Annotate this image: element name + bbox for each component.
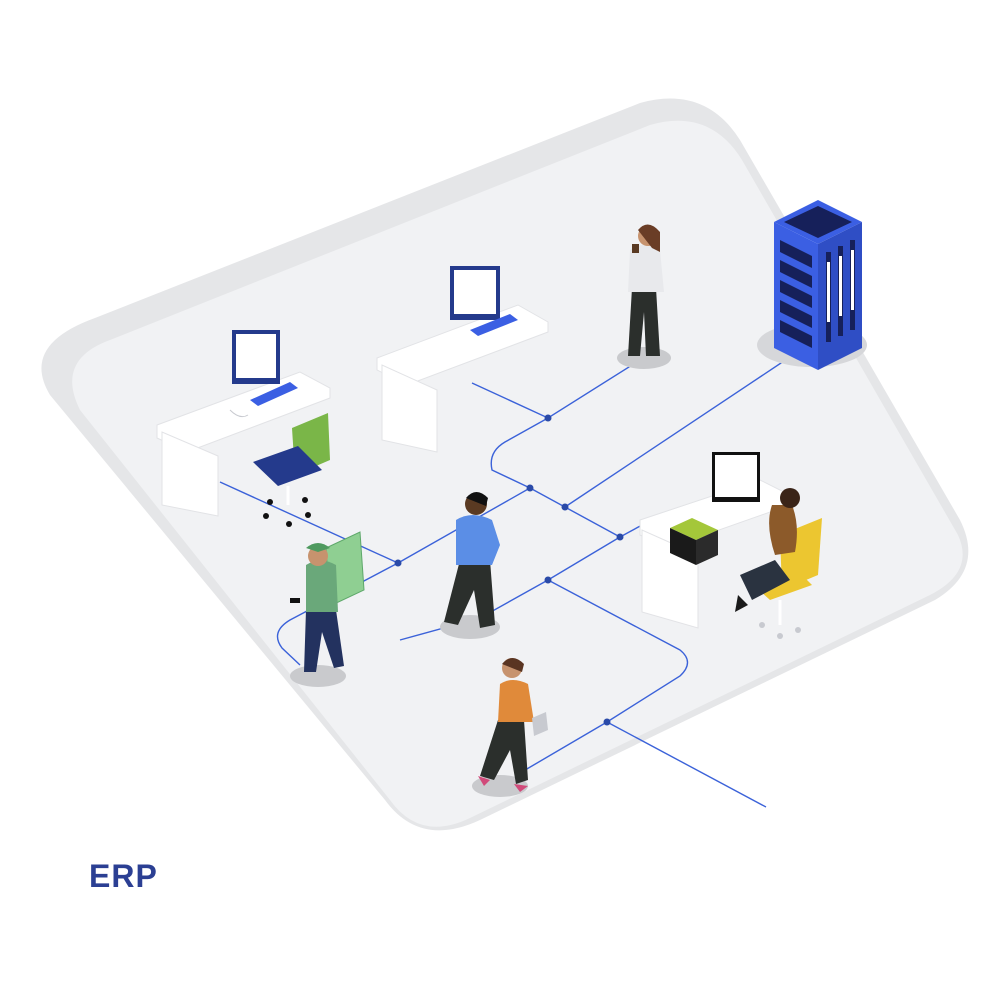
- server-rack-icon: [757, 200, 867, 370]
- platform-top: [72, 120, 963, 827]
- person-figure-icon: [472, 658, 548, 797]
- person-figure-icon: [617, 224, 671, 369]
- person-figure-icon: [440, 492, 500, 639]
- office-platform: [41, 98, 969, 831]
- keyboard: [250, 382, 298, 406]
- person-figure-icon: [290, 531, 365, 687]
- workstation-desk-icon: [376, 266, 549, 453]
- keyboard: [470, 314, 518, 336]
- workstation-desk-icon: [156, 330, 331, 517]
- person-figure-icon: [735, 488, 822, 639]
- device-box: [670, 518, 718, 565]
- workstation-desk-icon: [639, 452, 791, 629]
- brand-title: ERP: [89, 858, 158, 894]
- network-nodes: [394, 414, 624, 726]
- office-chair: [253, 413, 330, 527]
